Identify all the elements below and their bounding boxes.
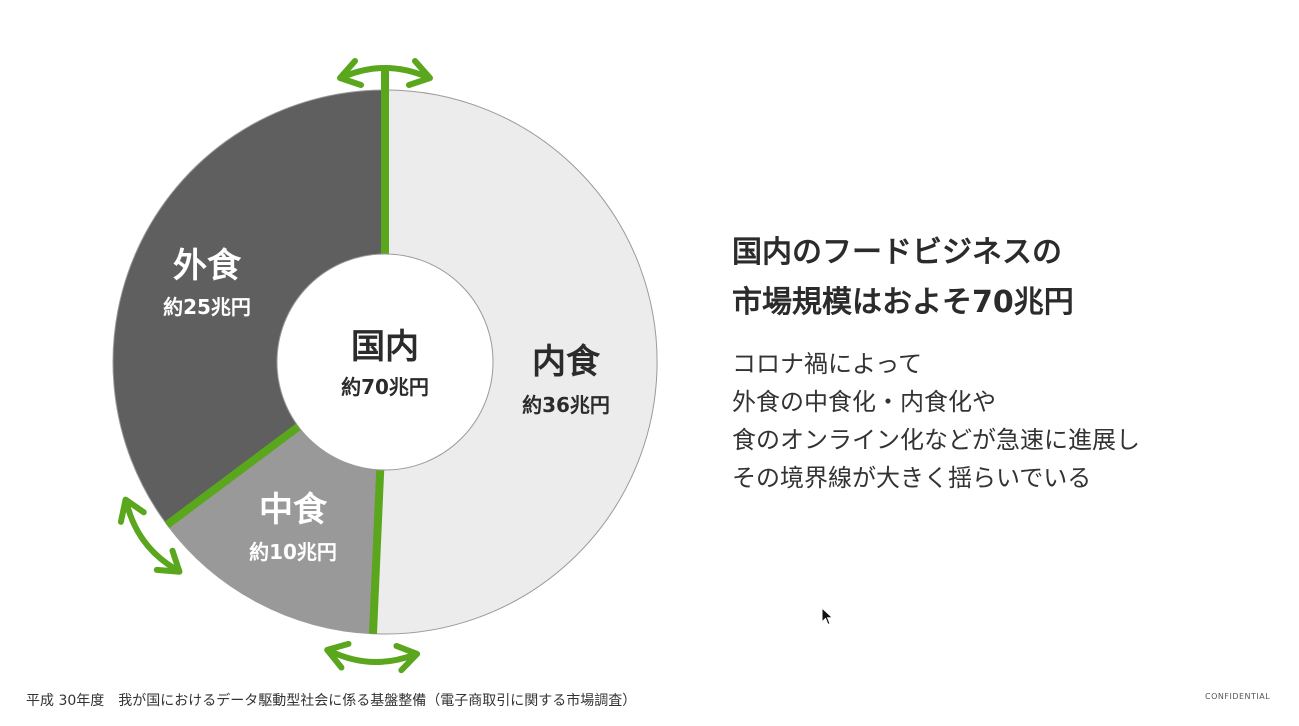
body-line: その境界線が大きく揺らいでいる [732, 464, 1092, 492]
slice-value-gaishoku: 約25兆円 [163, 295, 251, 319]
headline-line: 国内のフードビジネスの [732, 235, 1062, 270]
center-layer: 国内 約70兆円 [276, 253, 494, 471]
slice-value-nakashoku: 約10兆円 [249, 540, 337, 564]
center-label: 国内 [351, 327, 419, 367]
slice-labels-layer: 内食 約36兆円 中食 約10兆円 外食 約25兆円 [163, 246, 610, 564]
headline: 国内のフードビジネスの 市場規模はおよそ70兆円 [732, 228, 1272, 328]
double-arrow-icon [337, 58, 433, 88]
slice-naishoku [372, 89, 658, 635]
headline-line: 市場規模はおよそ70兆円 [732, 285, 1074, 320]
slice-value-naishoku: 約36兆円 [522, 393, 610, 417]
double-arrow-icon [324, 640, 421, 674]
body-line: コロナ禍によって [732, 350, 923, 378]
slice-label-naishoku: 内食 [532, 342, 601, 382]
body-text: コロナ禍によって 外食の中食化・内食化や 食のオンライン化などが急速に進展し そ… [732, 345, 1272, 497]
confidential-label: CONFIDENTIAL [1205, 692, 1271, 701]
boundary-layer [117, 58, 433, 674]
body-line: 食のオンライン化などが急速に進展し [732, 426, 1140, 454]
cursor-icon [821, 607, 834, 626]
slice-label-nakashoku: 中食 [259, 490, 328, 530]
body-line: 外食の中食化・内食化や [732, 388, 996, 416]
footer-source: 平成 30年度 我が国におけるデータ駆動型社会に係る基盤整備（電子商取引に関する… [26, 693, 637, 709]
slice-label-gaishoku: 外食 [173, 246, 242, 286]
boundary-line [164, 423, 301, 528]
slice-gaishoku [112, 89, 386, 526]
double-arrow-icon [117, 496, 183, 575]
center-value-label: 約70兆円 [341, 375, 429, 399]
center-hole [276, 253, 494, 471]
boundary-line [368, 469, 385, 634]
